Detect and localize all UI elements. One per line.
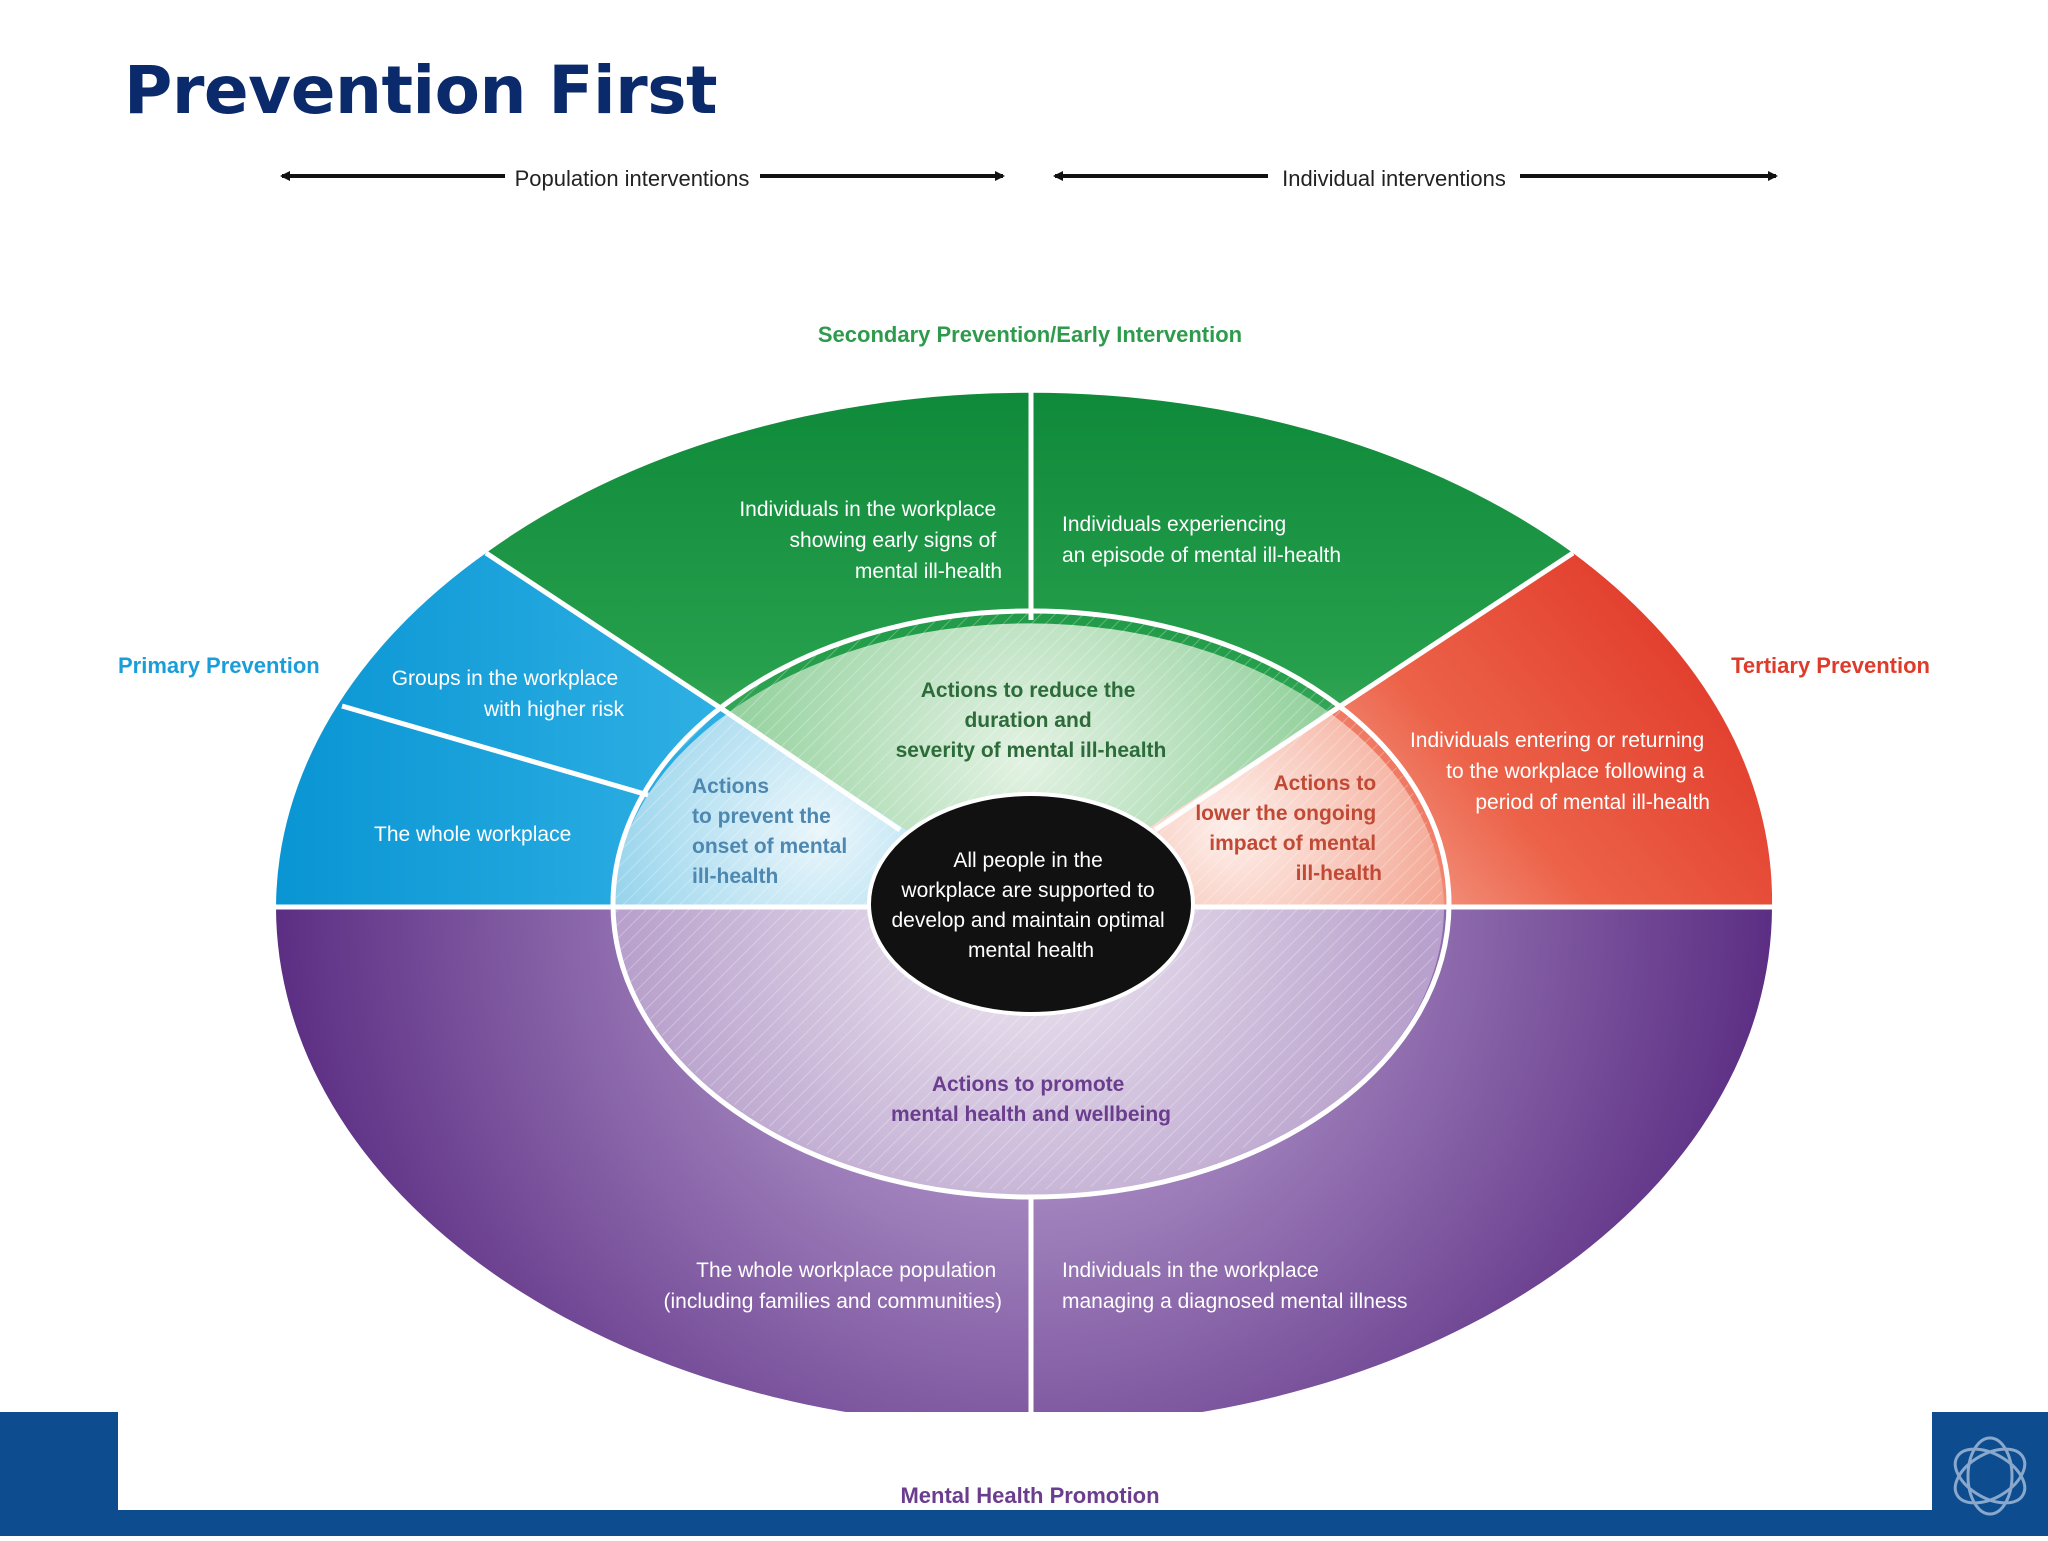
outer-early-signs-text: Individuals in the workplace showing ear…	[739, 498, 1002, 583]
secondary-prevention-heading: Secondary Prevention/Early Intervention	[818, 322, 1242, 347]
center-text: All people in the workplace are supporte…	[891, 849, 1170, 962]
inner-promote-text: Actions to promote mental health and wel…	[891, 1073, 1171, 1126]
primary-prevention-heading: Primary Prevention	[118, 653, 320, 678]
inner-prevent-text: Actions to prevent the onset of mental i…	[692, 775, 853, 888]
outer-population-text: The whole workplace population (includin…	[664, 1259, 1002, 1313]
population-arrow-label: Population interventions	[515, 166, 750, 191]
outer-diagnosed-text: Individuals in the workplace managing a …	[1062, 1259, 1408, 1313]
page-title: Prevention First	[124, 52, 718, 129]
logo	[1932, 1412, 2048, 1536]
outer-whole-workplace-text: The whole workplace	[374, 823, 571, 846]
individual-arrow-label: Individual interventions	[1282, 166, 1506, 191]
outer-returning-text: Individuals entering or returning to the…	[1410, 729, 1710, 814]
outer-experiencing-text: Individuals experiencing an episode of m…	[1062, 513, 1341, 567]
outer-higher-risk-text: Groups in the workplace with higher risk	[392, 667, 625, 721]
footer-panel	[118, 1412, 1932, 1510]
logo-icon	[1953, 1436, 2027, 1516]
population-arrow: Population interventions	[280, 166, 1005, 191]
inner-reduce-text: Actions to reduce the duration and sever…	[896, 679, 1167, 762]
individual-arrow: Individual interventions	[1053, 166, 1778, 191]
center-ellipse	[867, 792, 1195, 1016]
tertiary-prevention-heading: Tertiary Prevention	[1731, 653, 1930, 678]
inner-lower-text: Actions to lower the ongoing impact of m…	[1195, 772, 1382, 885]
